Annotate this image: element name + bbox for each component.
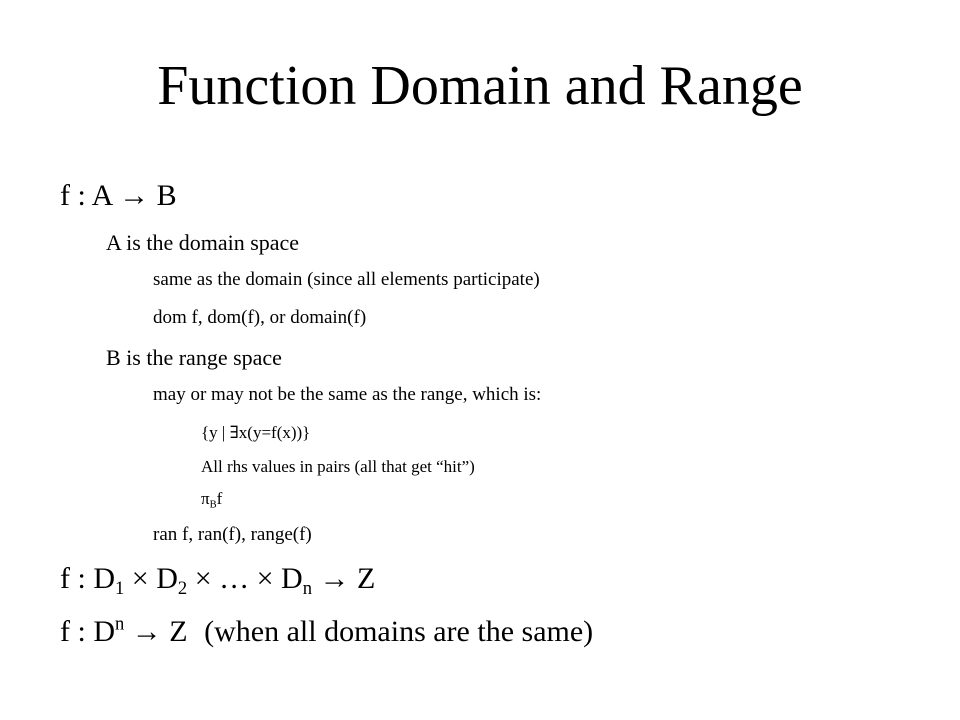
projection-f: f — [216, 489, 223, 508]
projection-bullet: πBf — [201, 489, 223, 511]
multi-arrow-z: → Z — [319, 562, 376, 595]
multi-dn: D — [281, 562, 303, 595]
times-symbol-2: × — [194, 562, 212, 595]
power-superscript: n — [115, 613, 125, 635]
slide-title: Function Domain and Range — [157, 55, 803, 117]
projection-subscript: B — [209, 499, 217, 511]
multi-prefix: f : D — [60, 562, 115, 595]
multi-d2: D — [156, 562, 178, 595]
times-symbol-3: × — [256, 562, 274, 595]
multi-sub-2: 2 — [177, 577, 188, 599]
multi-sub-n: n — [302, 577, 312, 599]
function-signature: f : A → B — [60, 179, 177, 212]
times-symbol-1: × — [131, 562, 149, 595]
pi-symbol: π — [201, 489, 210, 508]
same-as-domain-bullet: same as the domain (since all elements p… — [153, 269, 540, 290]
domain-space-bullet: A is the domain space — [106, 230, 300, 255]
may-or-may-not-bullet: may or may not be the same as the range,… — [153, 384, 542, 405]
ran-notation-bullet: ran f, ran(f), range(f) — [153, 524, 312, 545]
power-note: (when all domains are the same) — [204, 615, 594, 648]
power-domain-signature: f : Dn → Z (when all domains are the same) — [60, 615, 594, 648]
set-builder-bullet: {y | ∃x(y=f(x))} — [201, 423, 311, 442]
range-space-bullet: B is the range space — [106, 345, 282, 370]
multi-sub-1: 1 — [115, 577, 125, 599]
ellipsis: … — [219, 562, 250, 595]
power-arrow-z: → Z — [131, 615, 188, 648]
power-prefix: f : D — [60, 615, 115, 648]
multi-domain-signature: f : D1×D2×…×Dn→ Z — [60, 562, 376, 598]
all-rhs-bullet: All rhs values in pairs (all that get “h… — [201, 457, 475, 476]
dom-notation-bullet: dom f, dom(f), or domain(f) — [153, 307, 367, 328]
